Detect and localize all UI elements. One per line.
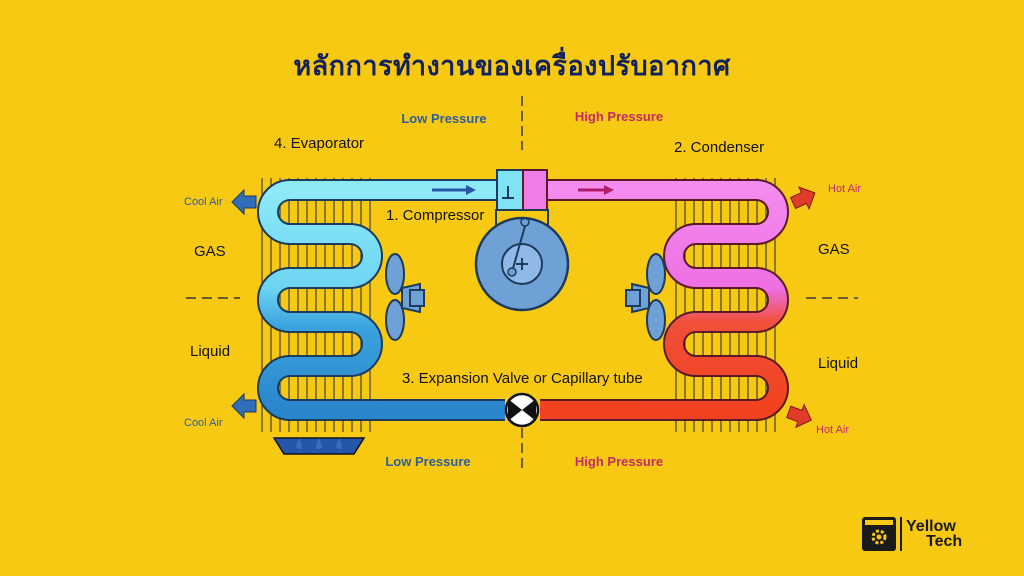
low-pressure-bottom-label: Low Pressure xyxy=(385,454,470,469)
evaporator-coil xyxy=(257,179,505,421)
hot-air-top-label: Hot Air xyxy=(828,183,861,195)
condenser-coil xyxy=(540,179,789,421)
hot-air-arrow-bottom xyxy=(786,403,812,429)
gas-right-label: GAS xyxy=(818,241,850,258)
yellowtech-logo: Yellow Tech xyxy=(862,516,962,552)
low-pressure-top-label: Low Pressure xyxy=(401,111,486,126)
evaporator-label: 4. Evaporator xyxy=(274,135,364,152)
evaporator-fins xyxy=(261,178,371,432)
expansion-valve-icon xyxy=(504,392,540,428)
hot-air-arrow-top xyxy=(789,186,816,211)
high-pressure-bottom-label: High Pressure xyxy=(575,454,663,469)
condenser-label: 2. Condenser xyxy=(674,139,764,156)
liquid-left-label: Liquid xyxy=(190,343,230,360)
fan-right-icon xyxy=(625,253,666,341)
cool-air-arrow-bottom xyxy=(231,392,257,420)
hot-air-bottom-label: Hot Air xyxy=(816,424,849,436)
logo-text-line2: Tech xyxy=(926,533,963,550)
compressor-icon xyxy=(474,216,570,312)
expansion-valve-label: 3. Expansion Valve or Capillary tube xyxy=(402,370,643,387)
compressor-label: 1. Compressor xyxy=(386,207,484,224)
cool-air-bottom-label: Cool Air xyxy=(184,417,223,429)
fan-left-icon xyxy=(385,253,425,341)
drip-tray-icon xyxy=(272,437,366,455)
high-pressure-top-label: High Pressure xyxy=(575,109,663,124)
flow-arrow-high xyxy=(578,185,614,195)
liquid-right-label: Liquid xyxy=(818,355,858,372)
logo-text-line1: Yellow xyxy=(906,518,956,535)
cool-air-arrow-top xyxy=(231,188,257,216)
gas-left-label: GAS xyxy=(194,243,226,260)
flow-arrow-low xyxy=(432,185,476,195)
gear-icon xyxy=(871,529,887,545)
cool-air-top-label: Cool Air xyxy=(184,196,223,208)
compressor-connector xyxy=(495,169,549,233)
page-title: หลักการทำงานของเครื่องปรับอากาศ xyxy=(293,51,731,82)
condenser-fins xyxy=(675,178,776,432)
logo-icon xyxy=(862,517,896,551)
